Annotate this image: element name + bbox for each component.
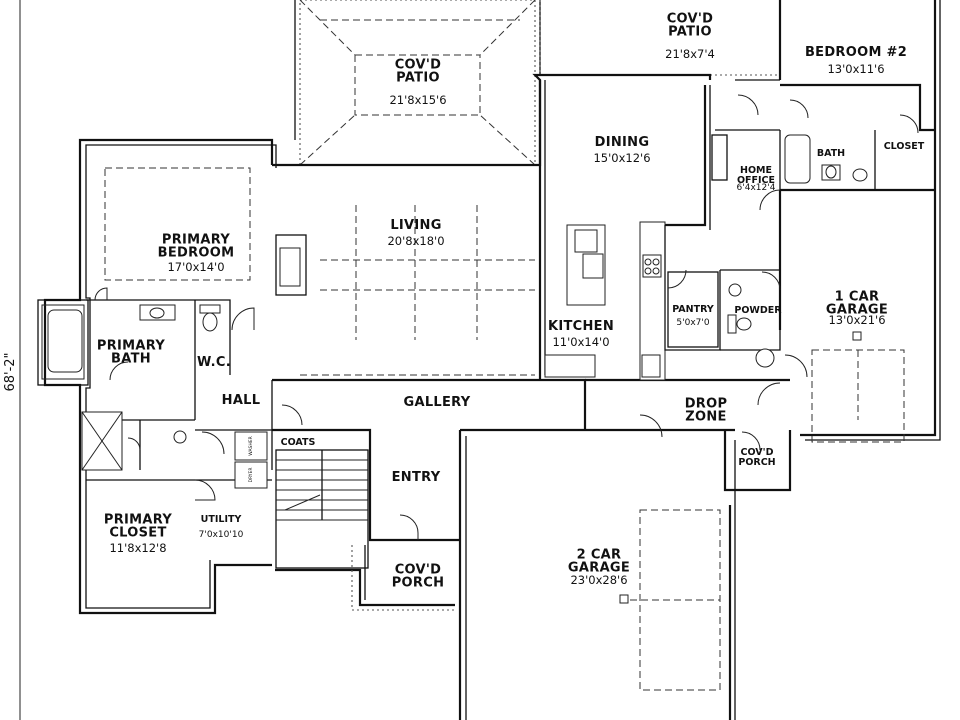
primary-bedroom-dim: 17'0x14'0 [167, 260, 224, 274]
bedroom-2-dim: 13'0x11'6 [827, 62, 884, 76]
primary-closet-dim: 11'8x12'8 [109, 541, 166, 555]
powder-name: POWDER [734, 305, 782, 316]
wc-name: W.C. [197, 355, 231, 370]
kitchen-dim: 11'0x14'0 [552, 335, 609, 349]
bath-name: BATH [817, 148, 845, 159]
living-dim: 20'8x18'0 [387, 234, 444, 248]
hall-name: HALL [222, 393, 261, 408]
exterior-walls [37, 0, 941, 720]
entry: ENTRY [392, 470, 441, 485]
gallery: GALLERY [404, 395, 471, 410]
interior-walls: WASHER DRYER [47, 134, 868, 569]
covd-patio-rear-dim: 21'8x15'6 [389, 93, 446, 107]
living: LIVING 20'8x18'0 [387, 218, 444, 248]
utility: UTILITY 7'0x10'10 [199, 514, 244, 540]
wc: W.C. [197, 355, 231, 370]
pantry: PANTRY 5'0x7'0 [672, 304, 714, 328]
coats-name: COATS [281, 437, 316, 448]
utility-name: UTILITY [201, 514, 242, 525]
stairs [275, 449, 369, 569]
kitchen-name: KITCHEN [548, 319, 614, 334]
pantry-dim: 5'0x7'0 [676, 318, 709, 328]
garage-1-dim: 13'0x21'6 [828, 313, 885, 327]
gallery-name: GALLERY [404, 395, 471, 410]
garage-2-dim: 23'0x28'6 [570, 573, 627, 587]
bedroom-2: BEDROOM #2 13'0x11'6 [805, 45, 907, 76]
covd-patio-top-area [539, 0, 781, 80]
pantry-name: PANTRY [672, 304, 714, 315]
door-swings [94, 94, 919, 540]
overall-dimension-label: 68'-2" [3, 352, 18, 391]
closet-name: CLOSET [884, 141, 925, 152]
powder: POWDER [734, 305, 782, 316]
dining: DINING 15'0x12'6 [593, 135, 650, 165]
covd-patio-top-dim: 21'8x7'4 [665, 47, 715, 61]
dining-dim: 15'0x12'6 [593, 151, 650, 165]
hall: HALL [222, 393, 261, 408]
bedroom-2-name: BEDROOM #2 [805, 45, 907, 60]
washer-label: WASHER [248, 436, 254, 456]
living-name: LIVING [390, 218, 441, 233]
dining-name: DINING [595, 135, 650, 150]
dryer-label: DRYER [248, 467, 254, 482]
kitchen: KITCHEN 11'0x14'0 [548, 319, 614, 349]
closet: CLOSET [884, 141, 925, 152]
bath: BATH [817, 148, 845, 159]
coats: COATS [281, 437, 316, 448]
entry-name: ENTRY [392, 470, 441, 485]
utility-dim: 7'0x10'10 [199, 530, 244, 540]
home-office-dim: 6'4x12'4 [737, 183, 776, 193]
